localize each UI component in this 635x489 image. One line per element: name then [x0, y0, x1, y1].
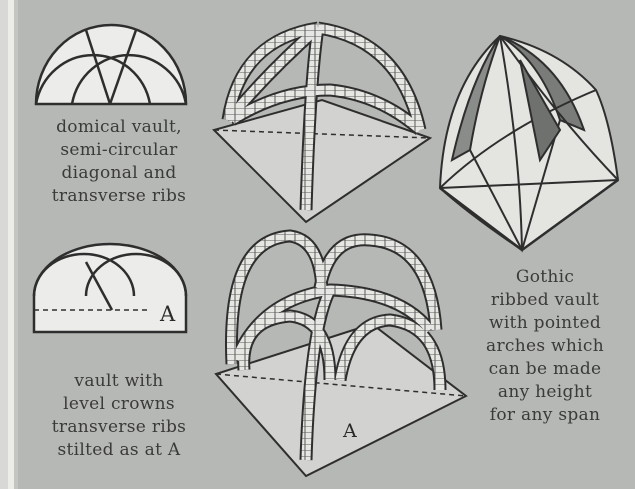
- gothic-vault-perspective: [440, 36, 618, 250]
- domical-elevation: [36, 25, 186, 104]
- caption-gothic-vault: Gothic ribbed vault with pointed arches …: [455, 266, 635, 427]
- stilt-label-vault: A: [343, 420, 357, 442]
- caption-level-crown-vault: vault with level crowns transverse ribs …: [20, 370, 218, 462]
- domical-vault-perspective: [214, 28, 430, 222]
- stilt-label-elevation: A: [160, 302, 175, 326]
- level-crown-vault-perspective: [216, 236, 466, 476]
- caption-domical-vault: domical vault, semi-circular diagonal an…: [28, 116, 210, 208]
